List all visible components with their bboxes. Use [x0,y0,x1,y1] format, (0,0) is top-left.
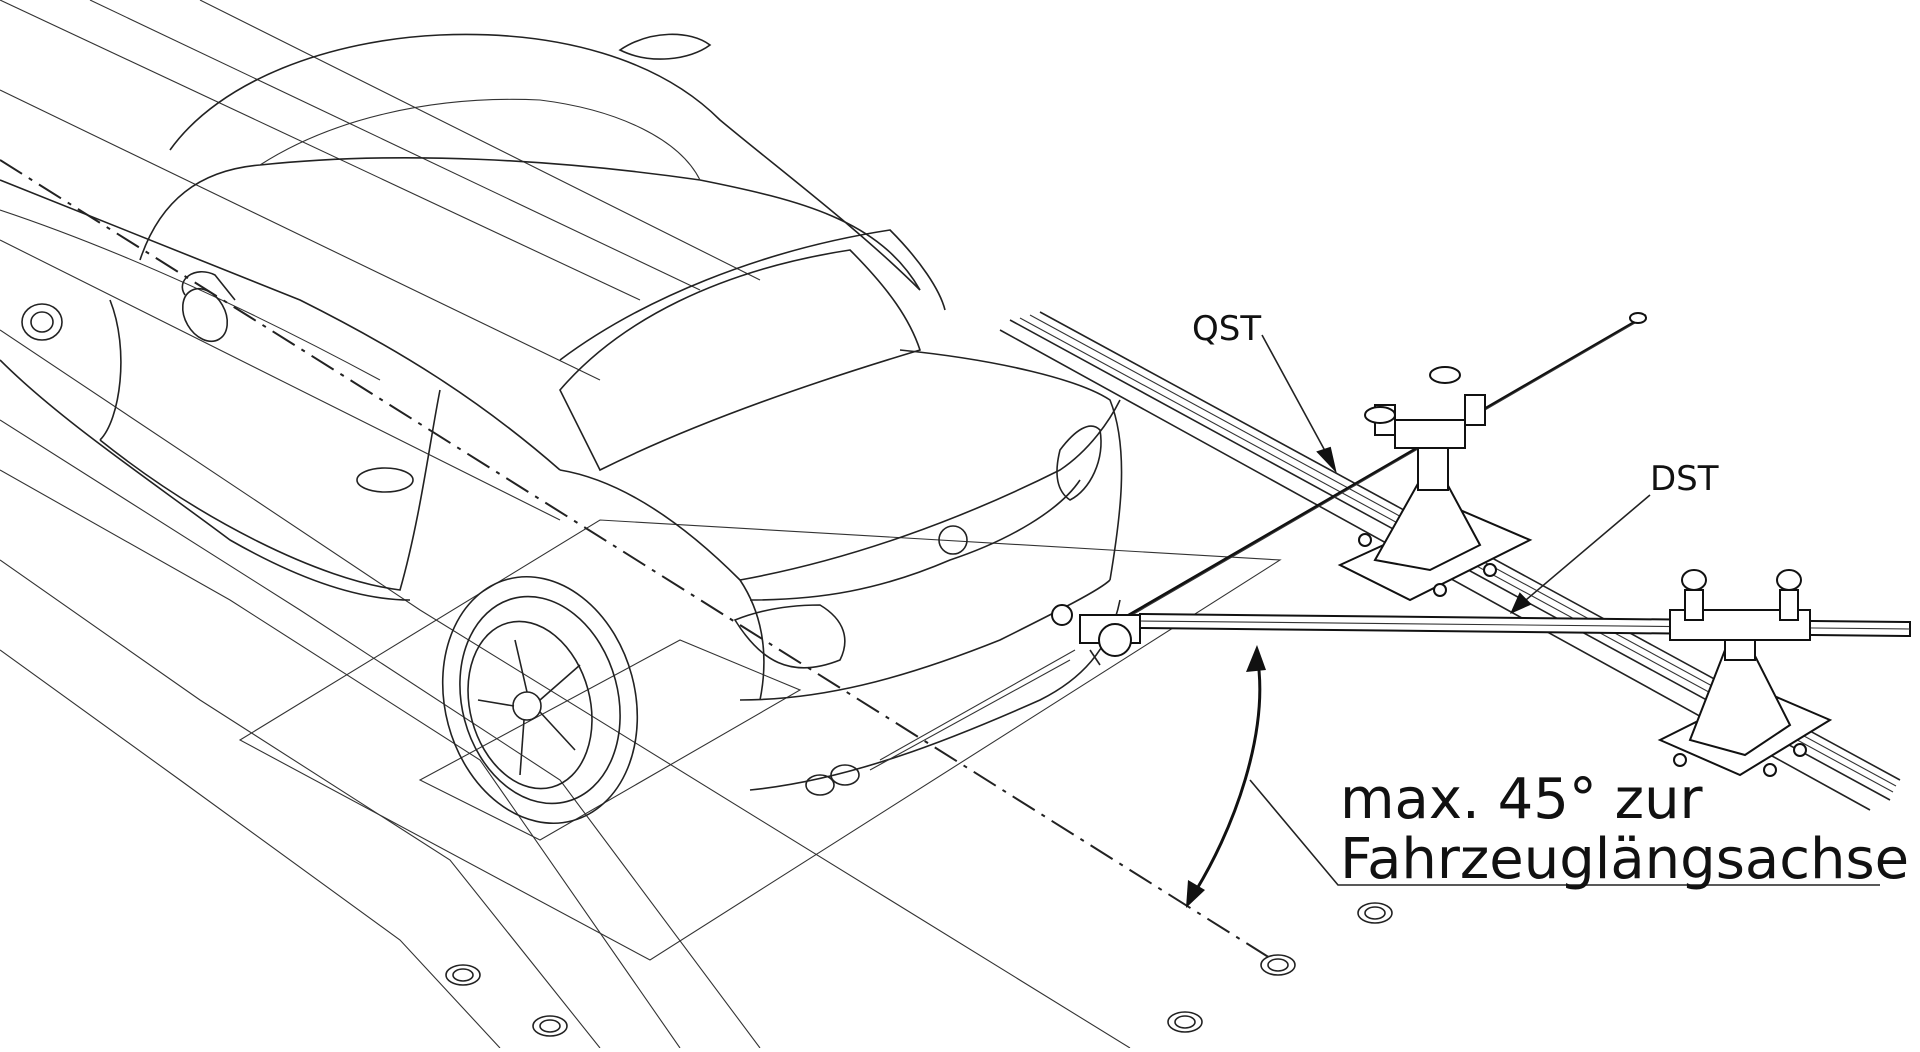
qst-leader-line [1261,334,1331,461]
dst-leader-line [1519,494,1651,606]
angle-note-line1: max. 45° zur [1340,767,1704,832]
dst-arrow-head [1510,592,1532,614]
car-body [0,33,1123,796]
angle-note-leader [1249,779,1880,886]
qst-label: QST [1192,309,1261,349]
floor-outlines [0,0,1282,1049]
bumper-clamp [1051,604,1141,666]
vehicle-longitudinal-axis [0,159,1271,959]
angle-note-line2: Fahrzeuglängsachse [1340,827,1909,892]
dst-label: DST [1650,459,1719,499]
angle-arrow-bottom [1186,880,1205,908]
angle-arrow-top [1246,645,1266,672]
dst-stand [1657,569,1833,777]
qst-stand [1337,366,1533,602]
rear-wheel [441,575,639,825]
angle-arc [1188,654,1262,901]
floor-holes [21,303,1393,1037]
qst-arrow-head [1316,446,1337,474]
